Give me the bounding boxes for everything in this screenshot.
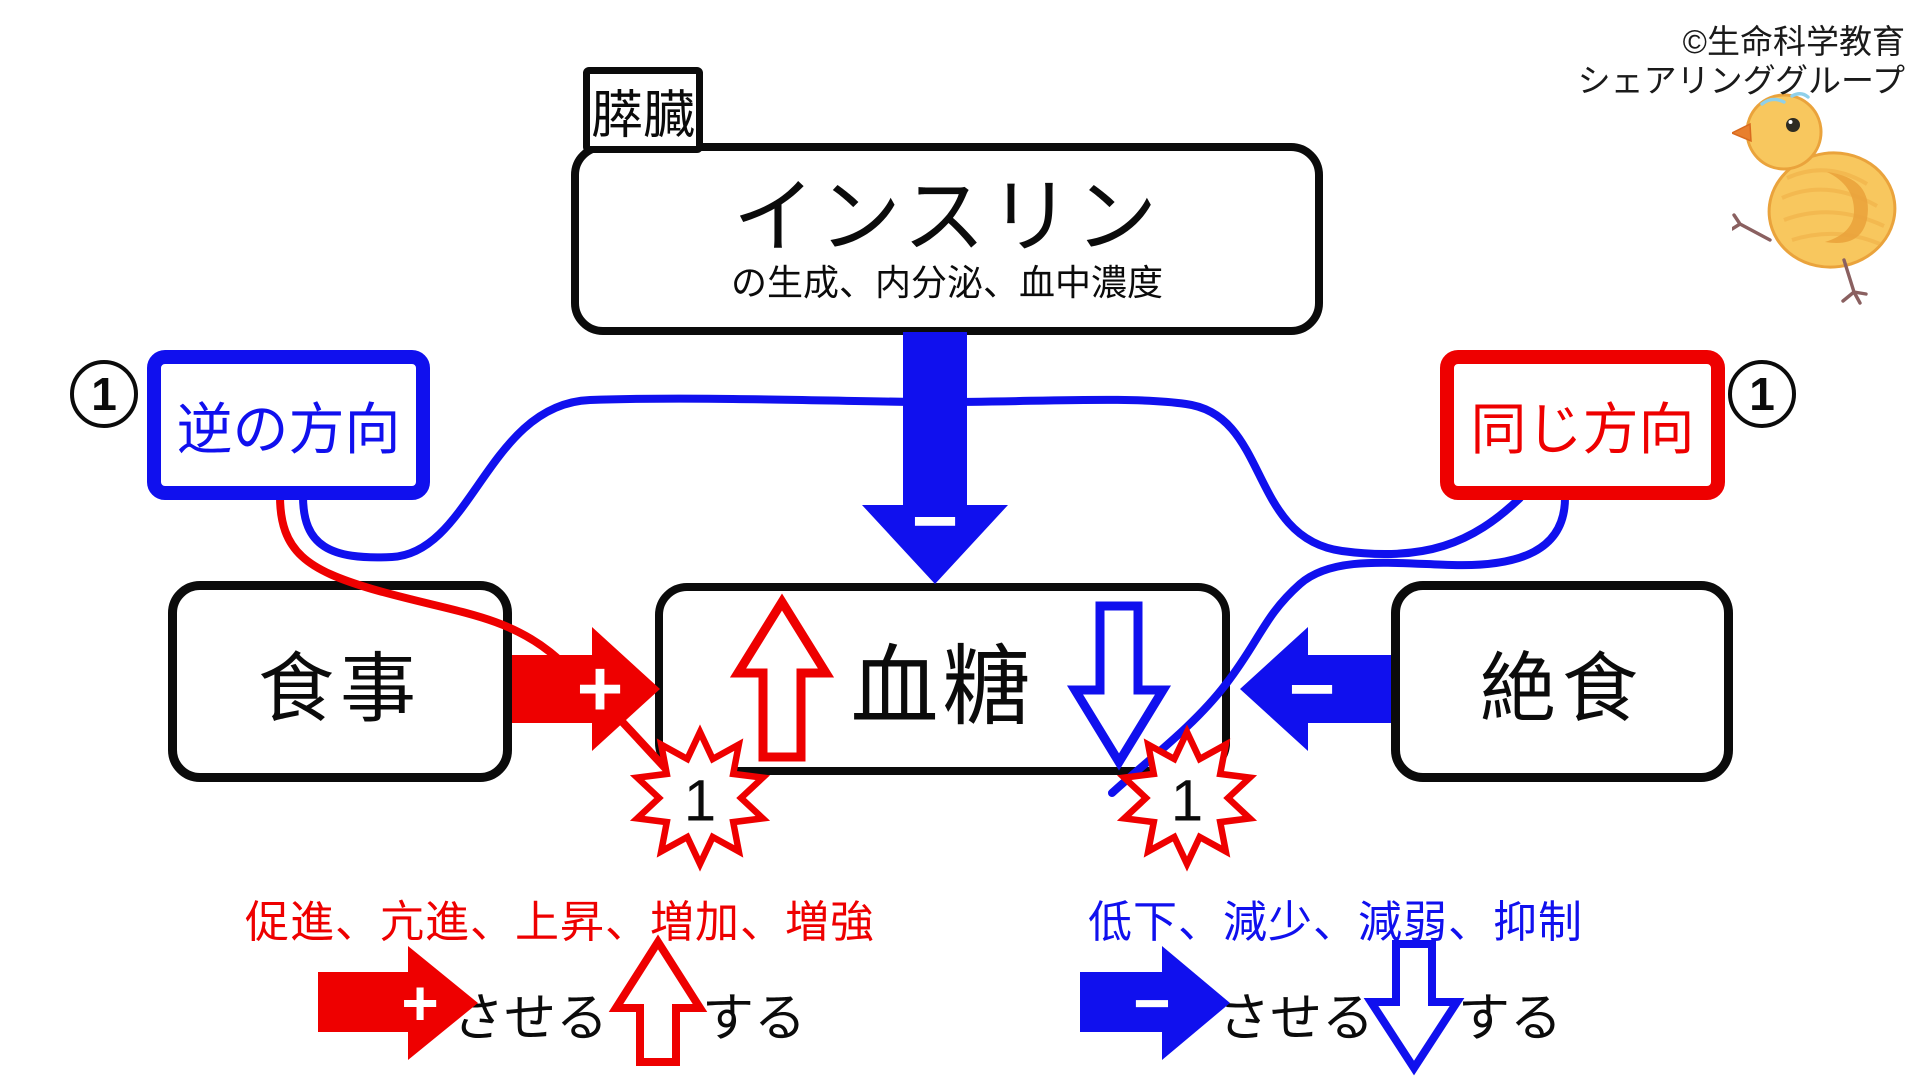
fasting-arrow-minus-sign: − xyxy=(1288,644,1336,733)
circled-number-left-value: 1 xyxy=(91,368,117,420)
legend-arrow-plus-sign: + xyxy=(401,967,439,1039)
legend-decrease-cause-label: させる xyxy=(1218,990,1375,1048)
circled-number-right-value: 1 xyxy=(1749,368,1775,420)
legend-arrow-minus-sign: − xyxy=(1133,967,1171,1039)
insulin-box: インスリン の生成、内分泌、血中濃度 xyxy=(571,143,1323,335)
fasting-box: 絶食 xyxy=(1391,581,1733,782)
copyright-line1: ©生命科学教育 xyxy=(1682,23,1905,60)
left-starburst-number: 1 xyxy=(684,769,716,834)
blood-sugar-label: 血糖 xyxy=(850,636,1035,736)
right-starburst-number: 1 xyxy=(1171,769,1203,834)
meal-arrow-plus-sign: + xyxy=(576,644,624,733)
insulin-subtitle: の生成、内分泌、血中濃度 xyxy=(730,262,1163,303)
legend-increase-state-label: する xyxy=(702,990,807,1048)
legend-decrease-state-label: する xyxy=(1458,990,1563,1048)
copyright-note: ©生命科学教育 シェアリンググループ xyxy=(1578,22,1905,100)
chick-illustration xyxy=(1732,92,1897,305)
insulin-title: インスリン xyxy=(732,172,1162,263)
legend-increase-words: 促進、亢進、上昇、増加、増強 xyxy=(245,898,875,947)
legend-decrease-words: 低下、減少、減弱、抑制 xyxy=(1088,898,1583,947)
legend-fall-arrow xyxy=(1363,940,1465,1076)
meal-label: 食事 xyxy=(258,646,422,732)
fasting-label: 絶食 xyxy=(1480,646,1644,732)
legend-increase-cause-label: させる xyxy=(452,990,609,1048)
opposite-direction-label: 逆の方向 xyxy=(176,397,401,461)
insulin-arrow-minus-sign: − xyxy=(911,476,959,565)
pancreas-label: 膵臓 xyxy=(590,86,695,145)
opposite-direction-box: 逆の方向 xyxy=(147,350,430,500)
pancreas-box: 膵臓 xyxy=(583,67,703,153)
circled-number-left: 1 xyxy=(70,360,138,428)
copyright-line2: シェアリンググループ xyxy=(1577,62,1905,99)
same-direction-box: 同じ方向 xyxy=(1440,350,1725,500)
circled-number-right: 1 xyxy=(1728,360,1796,428)
meal-box: 食事 xyxy=(168,581,512,782)
legend-rise-arrow xyxy=(608,934,708,1066)
same-direction-label: 同じ方向 xyxy=(1470,397,1695,461)
blood-sugar-box: 血糖 xyxy=(655,583,1230,775)
